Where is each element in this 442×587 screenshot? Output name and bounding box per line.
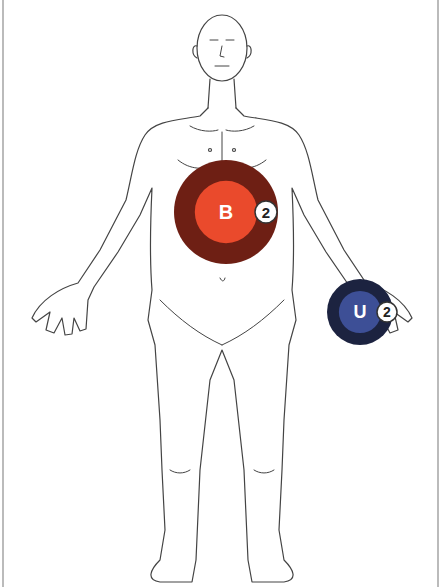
collarbone <box>190 126 254 131</box>
callout-number: 2 <box>262 205 270 220</box>
marker-core <box>339 291 381 333</box>
sternum-line <box>222 132 223 165</box>
count-badge: 2 <box>254 200 278 224</box>
nipple <box>209 149 212 152</box>
ear <box>193 46 197 58</box>
count-badge: 2 <box>376 301 398 323</box>
knee-line <box>170 470 274 473</box>
frame-line <box>437 0 439 587</box>
face-features <box>210 40 234 66</box>
marker-letter: B <box>219 202 233 222</box>
head-outline <box>197 15 247 81</box>
marker-letter: U <box>354 303 367 321</box>
groin-line <box>160 300 284 345</box>
callout-number: 2 <box>383 305 391 319</box>
marker-ring <box>174 160 278 264</box>
neck <box>208 79 236 108</box>
navel <box>220 278 225 281</box>
marker-ring <box>255 201 277 223</box>
marker-core <box>195 181 257 243</box>
ear <box>247 46 251 58</box>
nipple <box>233 149 236 152</box>
marker-ring <box>327 279 393 345</box>
frame-line <box>2 0 4 587</box>
body-outline <box>32 108 412 582</box>
marker-ring <box>377 302 397 322</box>
